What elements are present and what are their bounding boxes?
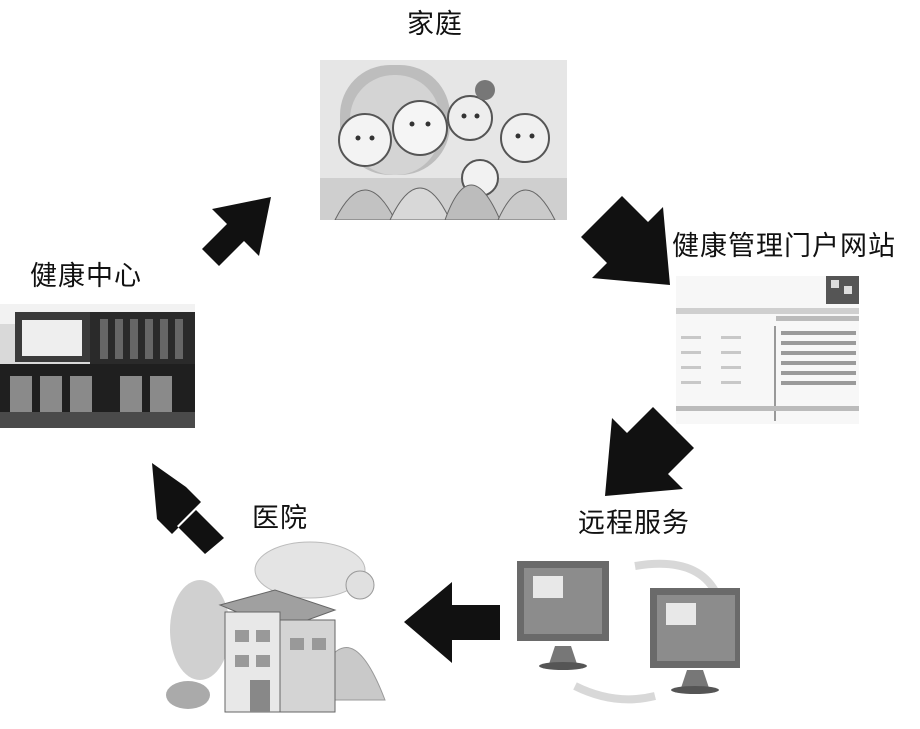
arrow-remote-to-hospital xyxy=(404,582,500,663)
family-illustration xyxy=(320,60,567,220)
health-center-photo xyxy=(0,304,195,428)
label-remote: 远程服务 xyxy=(578,508,690,539)
label-health-center: 健康中心 xyxy=(30,261,142,292)
hospital-illustration xyxy=(160,540,395,720)
label-home: 家庭 xyxy=(407,9,463,40)
portal-website-thumbnail xyxy=(676,276,859,424)
arrow-portal-to-remote xyxy=(605,407,694,496)
label-portal: 健康管理门户网站 xyxy=(672,231,896,262)
arrow-hospital-to-center xyxy=(152,463,224,554)
label-hospital: 医院 xyxy=(252,503,308,534)
arrow-home-to-portal xyxy=(581,196,670,285)
remote-service-monitors xyxy=(515,556,740,706)
arrow-center-to-home xyxy=(190,197,271,266)
